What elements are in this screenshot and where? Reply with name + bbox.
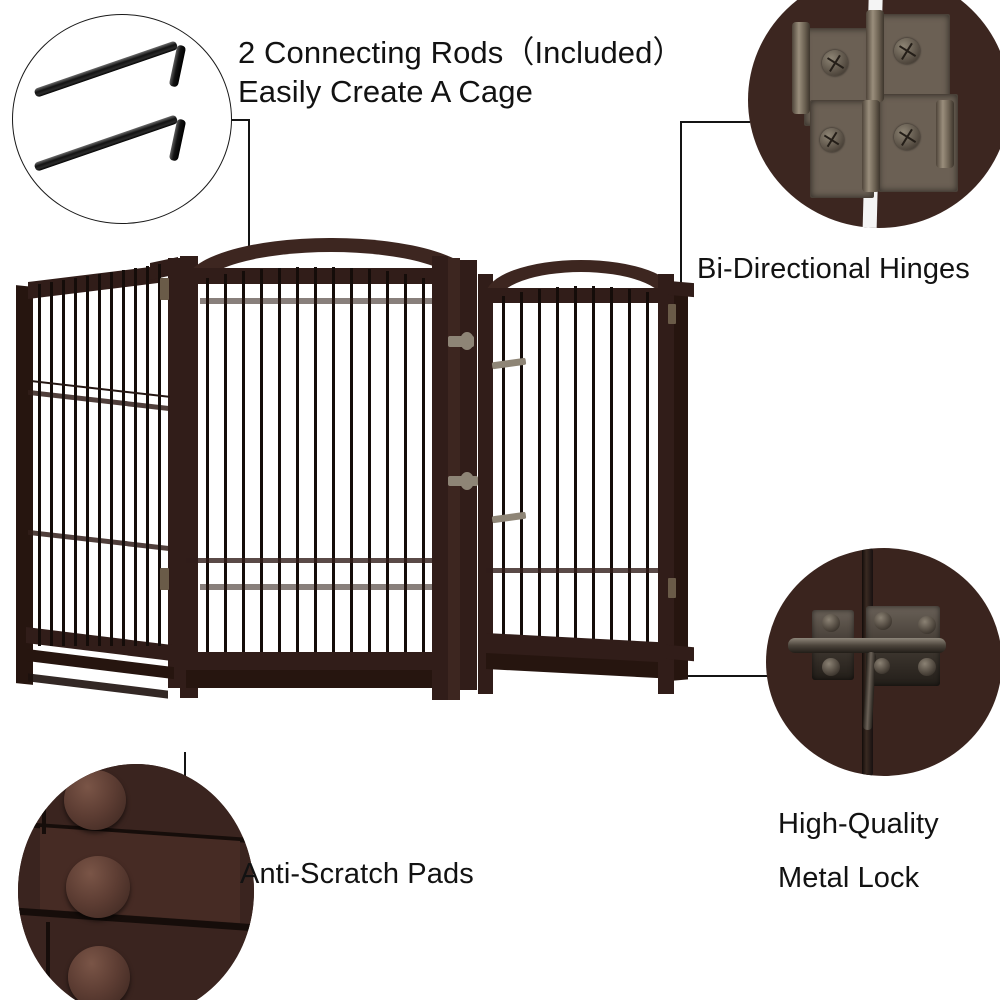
callout-label-anti-scratch-pads: Anti-Scratch Pads [240, 858, 474, 890]
callout-label-high-quality: High-Quality [778, 808, 939, 840]
slide-bolt [788, 638, 946, 653]
callout-label-bi-directional-hinges: Bi-Directional Hinges [697, 253, 970, 285]
callout-label-connecting-rods: 2 Connecting Rods（Included） [238, 35, 684, 70]
lock-screw [918, 616, 936, 634]
lock-screw [918, 658, 936, 676]
hinge-screw [894, 124, 920, 150]
anti-scratch-pad [66, 856, 130, 918]
hinge-hardware [160, 278, 169, 300]
callout-label-easily-create-cage: Easily Create A Cage [238, 74, 533, 109]
lock-screw [874, 612, 892, 630]
callout-bubble-connecting-rods [12, 14, 232, 224]
hinge-hardware [668, 304, 676, 324]
anti-scratch-pad [68, 946, 130, 1000]
hinge-screw [822, 50, 848, 76]
hinge-knuckle [936, 100, 954, 168]
hinge-screw [894, 38, 920, 64]
hinge-hardware [160, 568, 169, 590]
lock-screw [822, 658, 840, 676]
callout-bubble-metal-lock [766, 548, 1000, 776]
hinge-hardware [668, 578, 676, 598]
product-image-pet-gate [8, 238, 698, 758]
leader-line-hinges-horizontal [680, 121, 750, 123]
latch-hardware-bottom-knob [460, 472, 474, 490]
callout-bubble-anti-scratch-pads [18, 764, 254, 1000]
leader-line-hinges-vertical [680, 121, 682, 301]
hinge-knuckle [862, 100, 880, 192]
hinge-screw [820, 128, 844, 152]
hinge-knuckle [792, 22, 810, 114]
latch-hardware-top-knob [460, 332, 474, 350]
lock-screw [822, 614, 840, 632]
anti-scratch-pad [64, 770, 126, 830]
leader-line-rods-vertical [248, 119, 250, 269]
hinge-knuckle [866, 10, 884, 102]
callout-label-metal-lock: Metal Lock [778, 862, 920, 894]
lock-screw [874, 658, 890, 674]
callout-bubble-hinges [748, 0, 1000, 228]
leader-line-lock-horizontal [672, 675, 800, 677]
